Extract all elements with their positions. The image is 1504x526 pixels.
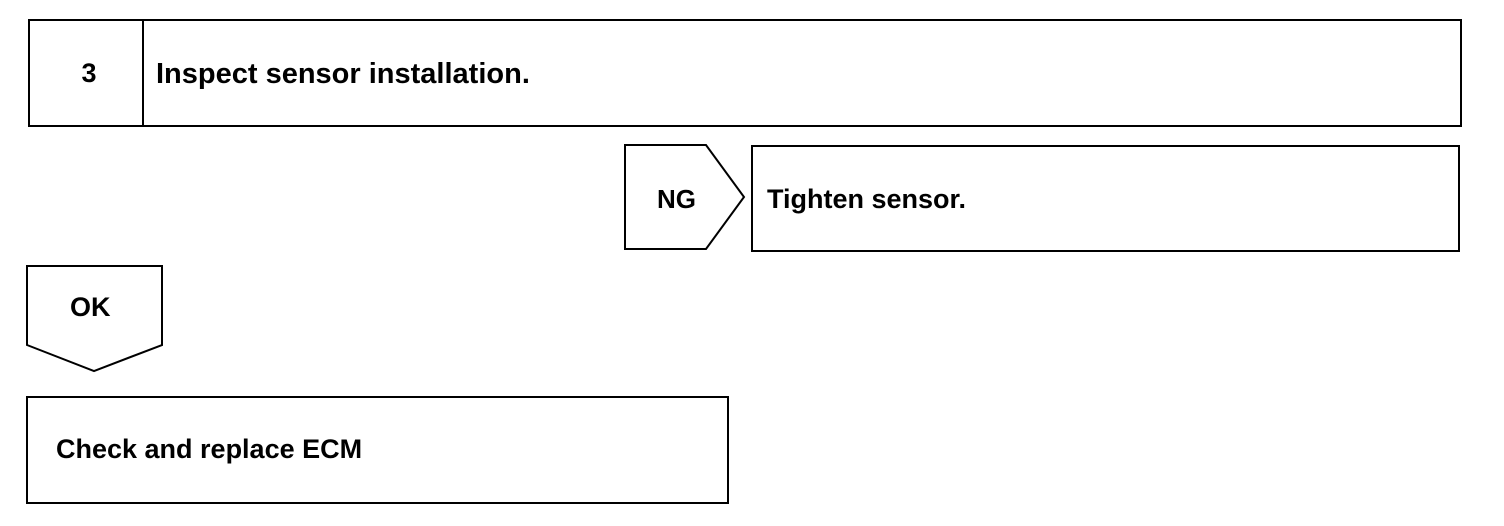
ng-action-text: Tighten sensor.: [767, 184, 967, 214]
final-action-text: Check and replace ECM: [56, 434, 363, 464]
step-title: Inspect sensor installation.: [156, 58, 530, 90]
ok-label: OK: [70, 292, 111, 322]
step-box: [28, 19, 1462, 127]
step-number-divider: [142, 19, 144, 127]
ng-arrow-shape: [624, 144, 746, 250]
ng-action-box: [751, 145, 1460, 252]
final-action-box: [26, 396, 729, 504]
ng-label: NG: [657, 184, 696, 214]
ok-arrow-shape: [26, 265, 163, 373]
step-number: 3: [81, 58, 97, 88]
